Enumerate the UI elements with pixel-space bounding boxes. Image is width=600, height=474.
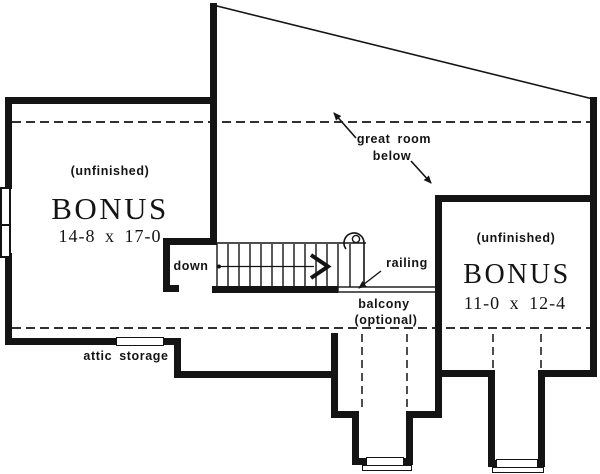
railing-volute [343,232,365,287]
attic-storage-label: attic storage [83,349,169,363]
wall-right-room-top [435,195,597,202]
down-label: down [173,259,209,273]
wall-right-dormer-right [538,370,545,467]
staircase [215,232,366,287]
wall-right-dormer-left [488,370,495,467]
dormer-break-lines [361,334,542,410]
down-arrow-icon [217,253,332,280]
bonus-right-status: (unfinished) [476,231,556,245]
wall-dormer-step-b [406,411,442,418]
bonus-right-dimensions: 11-0 x 12-4 [463,293,567,313]
wall-landing-foot [163,285,179,292]
wall-bottom-left [5,338,181,345]
window-left-upper [0,187,11,227]
balcony-label-line1: balcony [358,297,410,311]
bonus-right-name: BONUS [463,259,571,290]
wall-right-outer [590,97,597,377]
balcony-label-line2: (optional) [354,313,418,327]
great-room-label-line2: below [372,149,412,163]
wall-top-left [5,97,217,104]
window-left-lower [0,224,11,258]
wall-step-left [174,338,181,378]
window-attic-storage [116,337,164,346]
wall-bottom-right [540,370,597,377]
wall-window-dormer-right [406,411,413,465]
great-room-leader-arrow-2 [410,160,432,184]
wall-balcony-dormer-left [331,333,338,418]
window-middle-dormer-sill [362,465,412,471]
wall-bottom-mid-right [435,370,495,377]
wall-middle-vertical [435,195,442,418]
railing-leader-arrow [358,270,382,289]
bonus-left-dimensions: 14-8 x 17-0 [58,226,162,246]
wall-landing-top [163,238,217,245]
bonus-left-name: BONUS [51,191,169,226]
window-right-dormer-sill [492,467,544,473]
wall-left-upper [5,97,12,189]
roof-ridge-line [212,4,594,100]
wall-stair-bottom [212,286,338,293]
wall-window-dormer-left [352,411,359,465]
railing-label: railing [386,256,428,270]
balcony-railing [337,286,438,293]
bonus-left-status: (unfinished) [70,164,150,178]
wall-landing-left [163,238,170,292]
wall-dormer-step-a [331,411,359,418]
great-room-leader-arrow-1 [333,112,357,139]
wall-left-lower [5,253,12,345]
wall-bottom-mid-left [174,371,338,378]
great-room-label-line1: great room [356,132,432,146]
wall-left-room-right-vertical [210,3,217,245]
